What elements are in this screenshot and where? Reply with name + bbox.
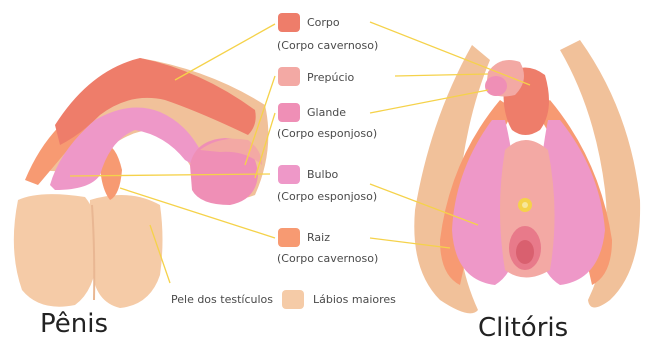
label-glande: Glande xyxy=(307,106,346,119)
testicles-shape xyxy=(14,194,163,308)
label-prepucio: Prepúcio xyxy=(307,71,354,84)
label-pele: Pele dos testículos xyxy=(171,293,273,306)
label-bulbo: Bulbo xyxy=(307,168,338,181)
clitoral-glans-shape xyxy=(485,76,507,96)
label-labios: Lábios maiores xyxy=(313,293,396,306)
bulbo-swatch xyxy=(278,165,300,184)
label-raiz: Raiz xyxy=(307,231,330,244)
label-bulbo-sub: (Corpo esponjoso) xyxy=(277,190,377,203)
label-raiz-sub: (Corpo cavernoso) xyxy=(277,252,378,265)
glande-swatch xyxy=(278,103,300,122)
prepucio-swatch xyxy=(278,67,300,86)
label-corpo-sub: (Corpo cavernoso) xyxy=(277,39,378,52)
penis-illustration xyxy=(14,58,269,308)
corpo-swatch xyxy=(278,13,300,32)
labios-swatch xyxy=(282,290,304,309)
clitoris-illustration xyxy=(414,40,640,313)
title-clitoris: Clitóris xyxy=(478,313,568,343)
label-corpo: Corpo xyxy=(307,16,340,29)
title-penis: Pênis xyxy=(40,309,108,339)
label-glande-sub: (Corpo esponjoso) xyxy=(277,127,377,140)
raiz-swatch xyxy=(278,228,300,247)
